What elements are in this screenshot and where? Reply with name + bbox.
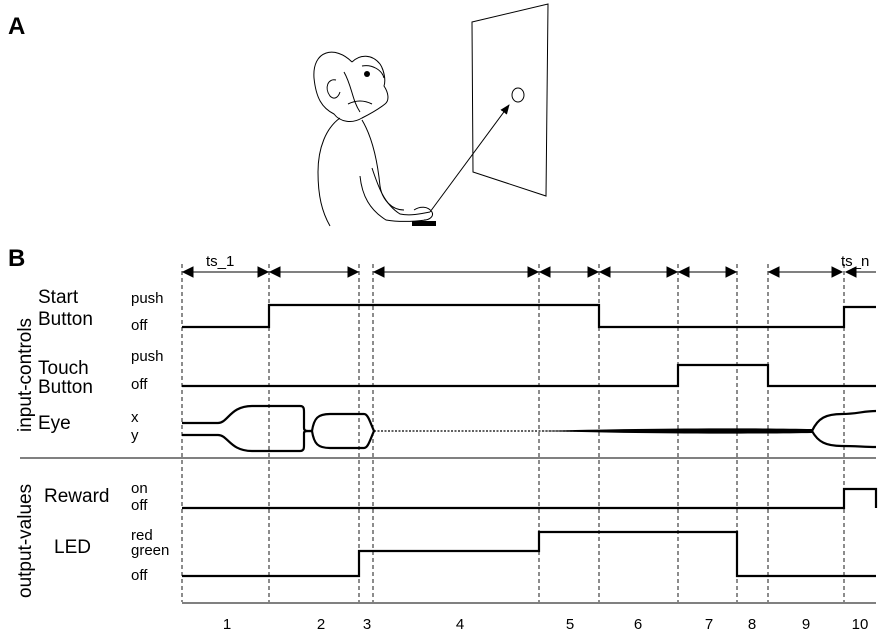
touch-button-signal: Touch Button push off — [38, 348, 876, 398]
reward-label: Reward — [44, 486, 109, 507]
reward-level-low: off — [131, 497, 148, 514]
led-signal: LED red green off — [54, 527, 876, 584]
panel-a-label: A — [8, 13, 25, 40]
epoch-number-4: 4 — [456, 616, 464, 633]
touch-button-level-high: push — [131, 348, 164, 365]
eye-level-y: y — [131, 427, 139, 444]
led-level-off: off — [131, 567, 148, 584]
start-button-label-line2: Button — [38, 309, 93, 330]
time-span-last-label: ts_n — [841, 253, 869, 270]
reward-level-high: on — [131, 480, 148, 497]
epoch-number-2: 2 — [317, 616, 325, 633]
led-label: LED — [54, 537, 91, 558]
monkey-illustration — [314, 52, 509, 226]
touch-button-label-line2: Button — [38, 377, 93, 398]
epoch-number-8: 8 — [748, 616, 756, 633]
epoch-number-7: 7 — [705, 616, 713, 633]
eye-label: Eye — [38, 413, 71, 434]
start-button-signal: Start Button push off — [38, 287, 876, 334]
epoch-number-1: 1 — [223, 616, 231, 633]
time-span-first-label: ts_1 — [206, 253, 234, 270]
panel-b-label: B — [8, 245, 25, 272]
input-controls-label: input-controls — [15, 318, 36, 432]
epoch-number-3: 3 — [363, 616, 371, 633]
epoch-numbers: 1 2 3 4 5 6 7 8 9 10 — [223, 616, 869, 633]
led-level-green: green — [131, 542, 169, 559]
epoch-number-10: 10 — [852, 616, 869, 633]
start-button-label-line1: Start — [38, 287, 79, 308]
start-button-level-high: push — [131, 290, 164, 307]
eye-level-x: x — [131, 409, 139, 426]
target-stimulus — [512, 88, 524, 102]
epoch-number-9: 9 — [802, 616, 810, 633]
touch-button-level-low: off — [131, 376, 148, 393]
touch-screen — [472, 4, 548, 196]
output-values-label: output-values — [15, 484, 36, 598]
reward-signal: Reward on off — [44, 480, 876, 514]
time-span-arrows — [183, 267, 876, 277]
touch-button-label-line1: Touch — [38, 358, 89, 379]
eye-signal: Eye x y — [38, 406, 876, 451]
epoch-number-6: 6 — [634, 616, 642, 633]
start-button-level-low: off — [131, 317, 148, 334]
epoch-number-5: 5 — [566, 616, 574, 633]
